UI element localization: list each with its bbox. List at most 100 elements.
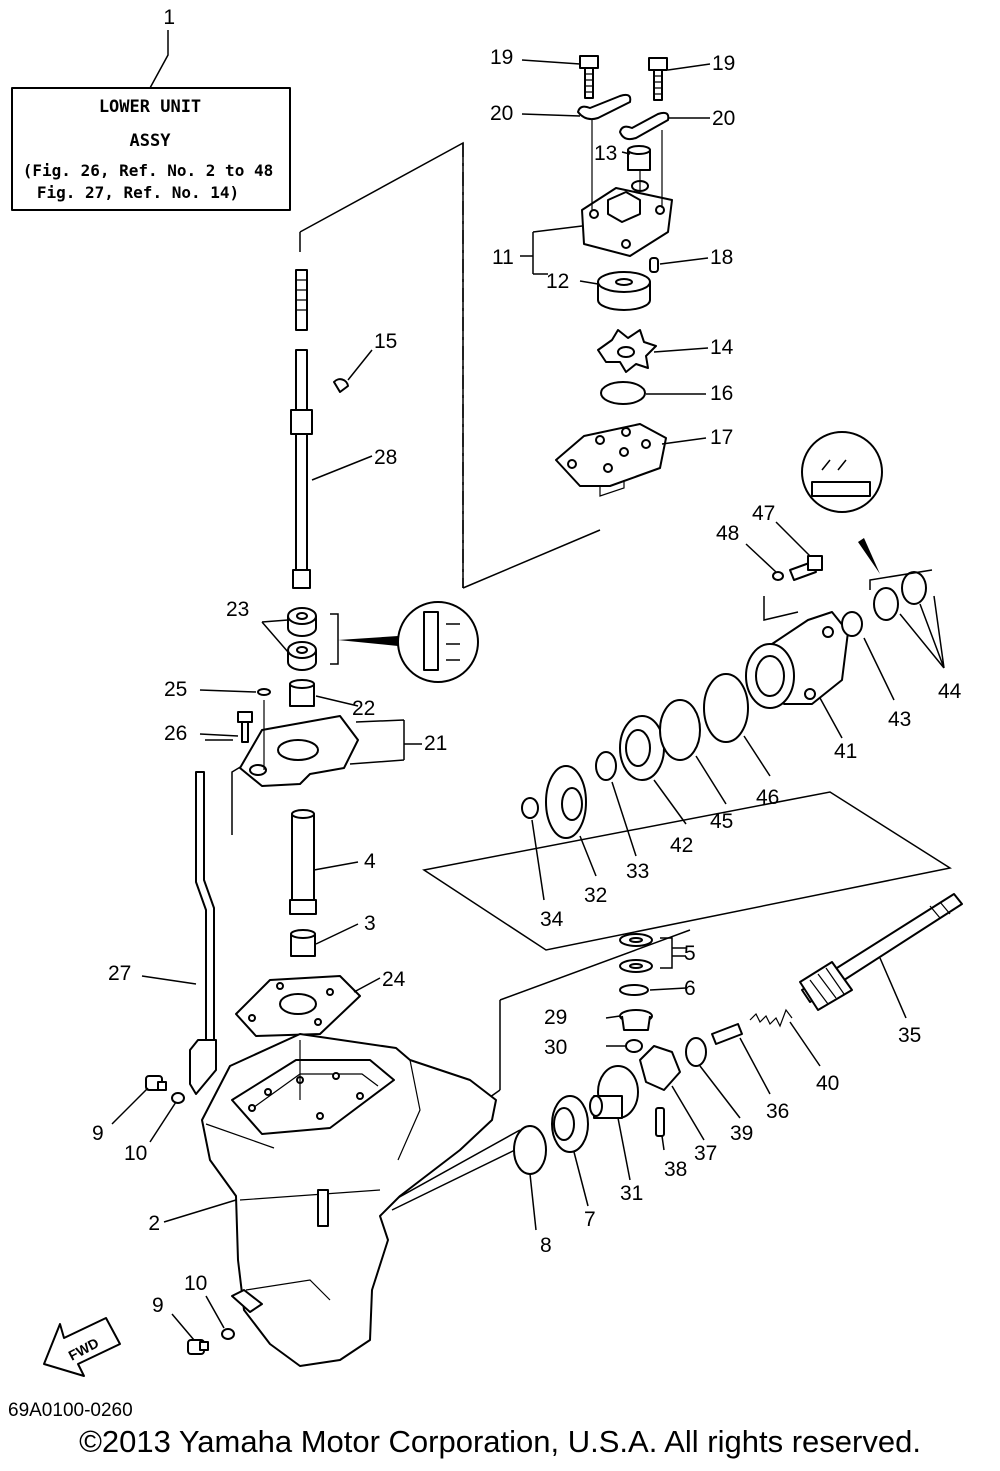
callout-15: 15 bbox=[374, 330, 397, 353]
bearing-5 bbox=[619, 933, 653, 973]
sleeve-13 bbox=[627, 145, 651, 192]
callout-22: 22 bbox=[352, 697, 375, 720]
callout-20-right: 20 bbox=[712, 107, 735, 130]
o-ring-46 bbox=[703, 673, 749, 743]
callout-24: 24 bbox=[382, 968, 406, 991]
callout-36: 36 bbox=[766, 1100, 789, 1123]
bolt-47 bbox=[789, 555, 823, 581]
washer-10-lower bbox=[221, 1328, 235, 1340]
callout-42: 42 bbox=[670, 834, 693, 857]
callout-48: 48 bbox=[716, 522, 739, 545]
bearing-23 bbox=[287, 601, 479, 683]
outer-plate-17 bbox=[555, 423, 667, 497]
callout-23: 23 bbox=[226, 598, 249, 621]
collar-22 bbox=[289, 679, 315, 707]
drain-screw-9-upper bbox=[145, 1075, 167, 1091]
callout-3: 3 bbox=[364, 912, 376, 935]
assy-line-4: Fig. 27, Ref. No. 14) bbox=[37, 183, 239, 202]
spring-40 bbox=[749, 1008, 793, 1028]
oil-seal-44 bbox=[873, 571, 927, 621]
callout-5: 5 bbox=[684, 942, 696, 965]
dog-clutch-37 bbox=[639, 1045, 681, 1091]
callout-47: 47 bbox=[752, 502, 775, 525]
drain-screw-9-lower bbox=[187, 1339, 209, 1355]
washer-10-upper bbox=[171, 1092, 185, 1104]
callout-39: 39 bbox=[730, 1122, 753, 1145]
circlip-34 bbox=[521, 797, 539, 819]
callout-9-lower: 9 bbox=[152, 1294, 164, 1317]
callout-9-upper: 9 bbox=[92, 1122, 104, 1145]
grease-symbol bbox=[801, 431, 883, 513]
callout-32: 32 bbox=[584, 884, 607, 907]
callout-34: 34 bbox=[540, 908, 564, 931]
lower-casing-2 bbox=[201, 1033, 497, 1367]
shim-8 bbox=[513, 1125, 547, 1175]
assy-line-2: ASSY bbox=[130, 131, 172, 151]
seal-43 bbox=[841, 611, 863, 637]
shim-6 bbox=[619, 984, 649, 996]
impeller-14 bbox=[597, 329, 657, 373]
callout-21: 21 bbox=[424, 732, 447, 755]
bush-3 bbox=[290, 929, 316, 957]
leader-lines bbox=[111, 59, 945, 1341]
copyright-text: ©2013 Yamaha Motor Corporation, U.S.A. A… bbox=[79, 1424, 921, 1459]
callout-37: 37 bbox=[694, 1142, 717, 1165]
plate-20-left bbox=[577, 93, 632, 121]
callout-8: 8 bbox=[540, 1234, 552, 1257]
callout-29: 29 bbox=[544, 1006, 567, 1029]
callout-25: 25 bbox=[164, 678, 187, 701]
bearing-housing-21 bbox=[239, 700, 359, 787]
bearing-7 bbox=[551, 1095, 589, 1153]
reverse-gear-31 bbox=[589, 1065, 639, 1119]
callout-38: 38 bbox=[664, 1158, 687, 1181]
callout-12: 12 bbox=[546, 270, 569, 293]
washer-48 bbox=[772, 571, 784, 581]
callout-43: 43 bbox=[888, 708, 911, 731]
bolt-19-left bbox=[579, 55, 599, 99]
spring-clip-39 bbox=[685, 1037, 707, 1067]
callout-44: 44 bbox=[938, 680, 962, 703]
callout-13: 13 bbox=[594, 142, 617, 165]
callout-30: 30 bbox=[544, 1036, 567, 1059]
callout-6: 6 bbox=[684, 977, 696, 1000]
insert-12 bbox=[597, 271, 651, 311]
callout-10-lower: 10 bbox=[184, 1272, 207, 1295]
callout-11: 11 bbox=[492, 246, 514, 269]
callout-46: 46 bbox=[756, 786, 779, 809]
o-ring-45 bbox=[659, 699, 701, 761]
fwd-arrow-icon: FWD bbox=[43, 1317, 121, 1377]
callout-31: 31 bbox=[620, 1182, 643, 1205]
assy-line-3: (Fig. 26, Ref. No. 2 to 48 bbox=[23, 161, 273, 180]
o-ring-16 bbox=[600, 381, 646, 405]
plate-20-right bbox=[619, 111, 670, 141]
shift-plunger-36 bbox=[711, 1023, 743, 1045]
pump-housing-11 bbox=[581, 120, 673, 257]
callout-14: 14 bbox=[710, 336, 734, 359]
water-pump-group bbox=[532, 55, 673, 497]
pin-18 bbox=[649, 257, 659, 273]
drive-shaft-28 bbox=[290, 269, 349, 589]
callout-41: 41 bbox=[834, 740, 857, 763]
callout-4: 4 bbox=[364, 850, 376, 873]
bearing-42 bbox=[619, 715, 665, 781]
cross-pin-38 bbox=[655, 1107, 665, 1137]
callout-40: 40 bbox=[816, 1072, 839, 1095]
shift-rod-27 bbox=[189, 771, 217, 1095]
callout-26: 26 bbox=[164, 722, 187, 745]
callout-16: 16 bbox=[710, 382, 733, 405]
callout-20-left: 20 bbox=[490, 102, 513, 125]
callout-19-left: 19 bbox=[490, 46, 513, 69]
sleeve-4 bbox=[289, 809, 317, 915]
woodruff-key-15 bbox=[333, 378, 349, 393]
bolt-19-right bbox=[648, 57, 668, 101]
shim-33 bbox=[595, 751, 617, 781]
assy-line-1: LOWER UNIT bbox=[99, 97, 201, 117]
callout-19-right: 19 bbox=[712, 52, 735, 75]
callout-45: 45 bbox=[710, 810, 733, 833]
o-ring-25 bbox=[257, 688, 271, 696]
callout-18: 18 bbox=[710, 246, 733, 269]
assy-box: LOWER UNIT ASSY (Fig. 26, Ref. No. 2 to … bbox=[11, 30, 291, 211]
bolt-26 bbox=[237, 711, 253, 743]
